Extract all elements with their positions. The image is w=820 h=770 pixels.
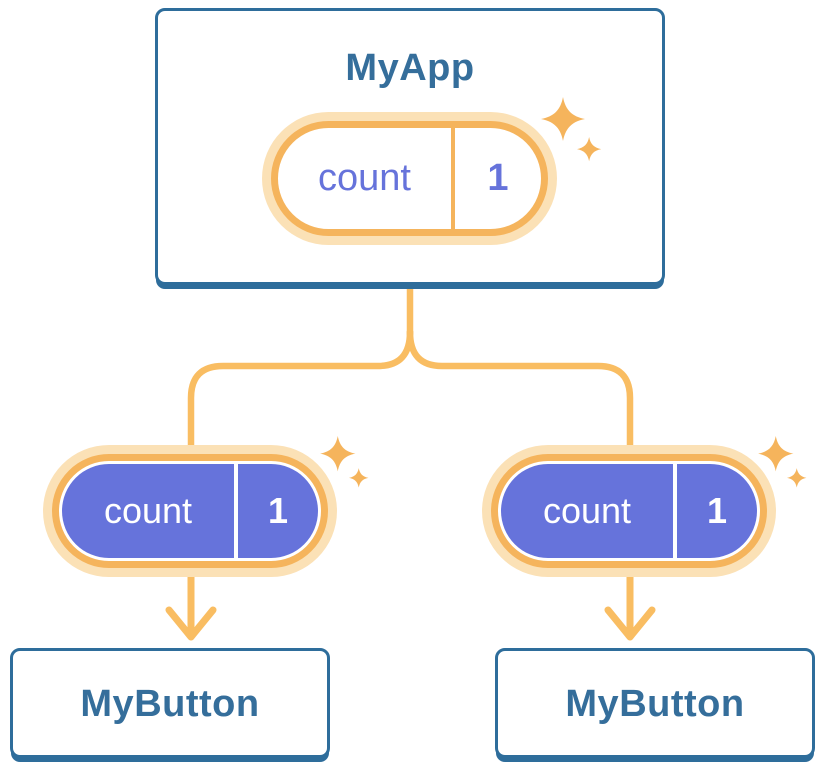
state-value-label: 1	[706, 490, 728, 531]
state-pill-child-right: count 1	[491, 454, 767, 568]
sparkle-icon	[541, 97, 602, 162]
arrow-down-icon	[604, 573, 656, 641]
component-title: MyButton	[565, 683, 745, 725]
state-name-label: count	[103, 490, 193, 531]
branch-right-line	[406, 328, 634, 454]
state-value-label: 1	[487, 157, 509, 199]
component-card-child-left: MyButton	[10, 648, 330, 758]
arrow-down-icon	[165, 573, 217, 641]
pill-divider	[234, 464, 238, 558]
component-title: MyApp	[345, 47, 475, 89]
pill-divider	[451, 128, 455, 229]
branch-lines	[187, 280, 634, 454]
state-name-label: count	[318, 157, 411, 199]
pill-fill: count 1	[62, 464, 318, 558]
branch-left-line	[187, 328, 414, 454]
pill-divider	[673, 464, 677, 558]
state-pill-root: count 1	[271, 121, 548, 236]
state-pill-child-left: count 1	[52, 454, 328, 568]
sparkle-icon	[320, 436, 369, 488]
state-value-label: 1	[267, 490, 289, 531]
sparkle-icon	[758, 436, 807, 488]
component-card-child-right: MyButton	[495, 648, 815, 758]
state-name-label: count	[542, 490, 632, 531]
pill-fill: count 1	[501, 464, 757, 558]
component-title: MyButton	[80, 683, 260, 725]
